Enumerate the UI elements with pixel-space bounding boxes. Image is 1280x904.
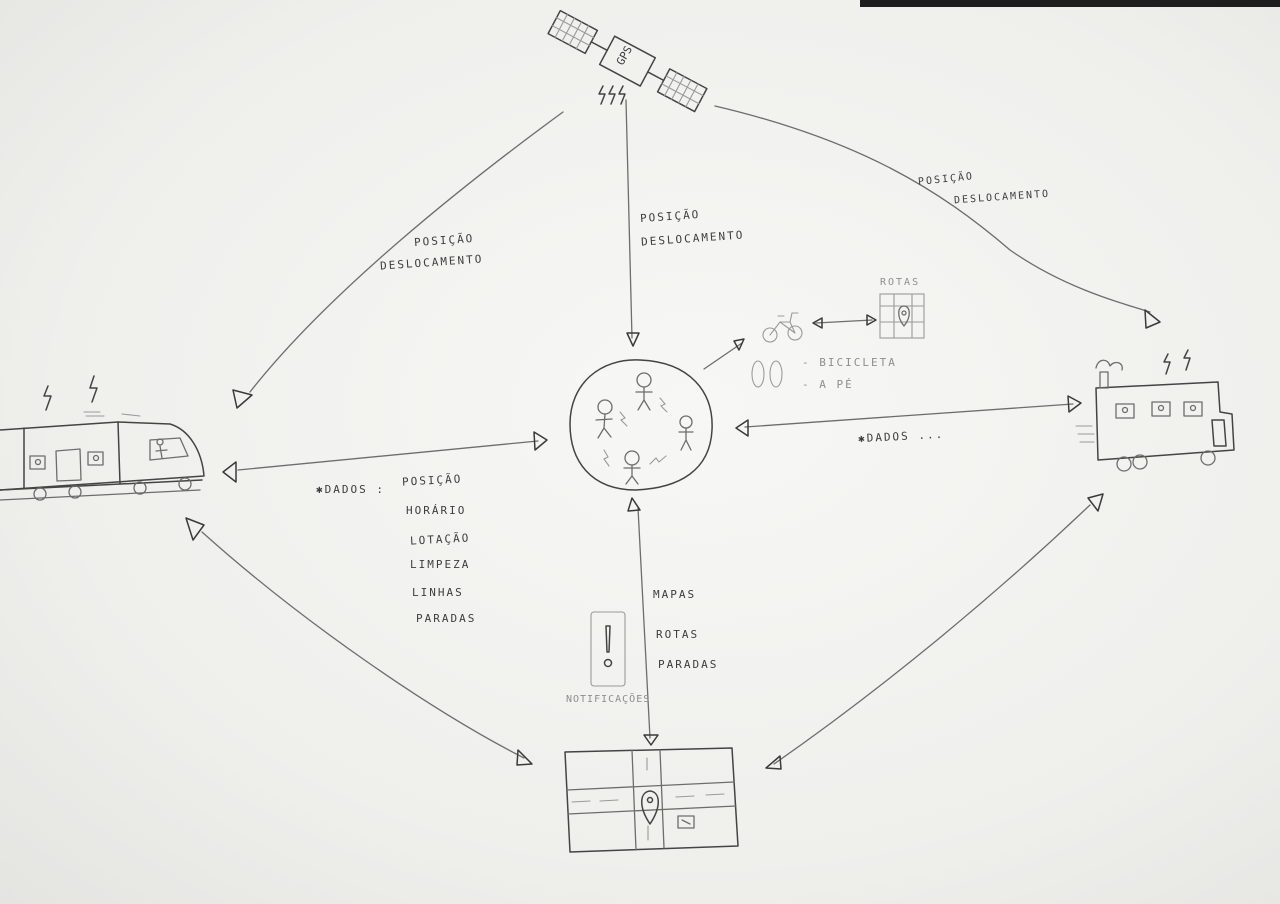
- arrow-head-map-right: [766, 756, 781, 769]
- arrow-head-train-bottom: [186, 518, 204, 540]
- label-routes: ROTAS: [880, 277, 920, 288]
- label-train-data-lines: LINHAS: [412, 586, 464, 599]
- arrow-head-map-left: [517, 750, 532, 765]
- label-train-data-prefix: ✱DADOS :: [316, 483, 385, 496]
- city-map-icon: [565, 748, 738, 852]
- arrow-head-train-top: [233, 390, 252, 408]
- link-train-map: [202, 532, 524, 758]
- arrow-head-bus-bottom: [1088, 494, 1103, 511]
- arrow-head-map-top: [644, 735, 658, 745]
- link-bus-map: [774, 505, 1090, 764]
- label-train-data-cleaning: LIMPEZA: [410, 558, 470, 571]
- link-satellite-bus: [715, 106, 1150, 312]
- link-satellite-center: [626, 100, 632, 338]
- link-train-center: [238, 441, 538, 470]
- label-train-data-schedule: HORÁRIO: [406, 504, 466, 517]
- route-map-icon: [880, 294, 924, 338]
- label-center-map-routes: ROTAS: [656, 628, 699, 641]
- arrow-head-bus-top: [1145, 310, 1160, 328]
- link-satellite-train: [250, 112, 563, 392]
- label-center-map-stops: PARADAS: [658, 658, 718, 671]
- bicycle-icon: [763, 313, 802, 342]
- people-hub-icon: [570, 360, 712, 490]
- bus-icon: [1076, 350, 1234, 471]
- label-notifications: NOTIFICAÇÕES: [566, 694, 650, 705]
- link-bus-center: [745, 404, 1073, 427]
- arrow-head-center-top: [627, 333, 639, 346]
- arrow-heads: [186, 310, 1160, 769]
- footprints-icon: [752, 361, 782, 387]
- label-mobility-bicycle: - BICICLETA: [802, 356, 897, 369]
- notification-phone-icon: [591, 612, 625, 686]
- label-mobility-walk: - A PÉ: [802, 378, 854, 391]
- label-center-map-maps: MAPAS: [653, 588, 696, 601]
- arrow-head-center-right: [736, 420, 748, 436]
- satellite-label: GPS: [614, 44, 635, 68]
- train-icon: [0, 376, 204, 500]
- link-bike-routes: [816, 320, 872, 323]
- link-center-mobility: [704, 343, 742, 369]
- label-train-data-stops: PARADAS: [416, 612, 476, 625]
- arrow-head-train-left: [223, 462, 236, 482]
- signal-bolts-icon: [599, 86, 625, 104]
